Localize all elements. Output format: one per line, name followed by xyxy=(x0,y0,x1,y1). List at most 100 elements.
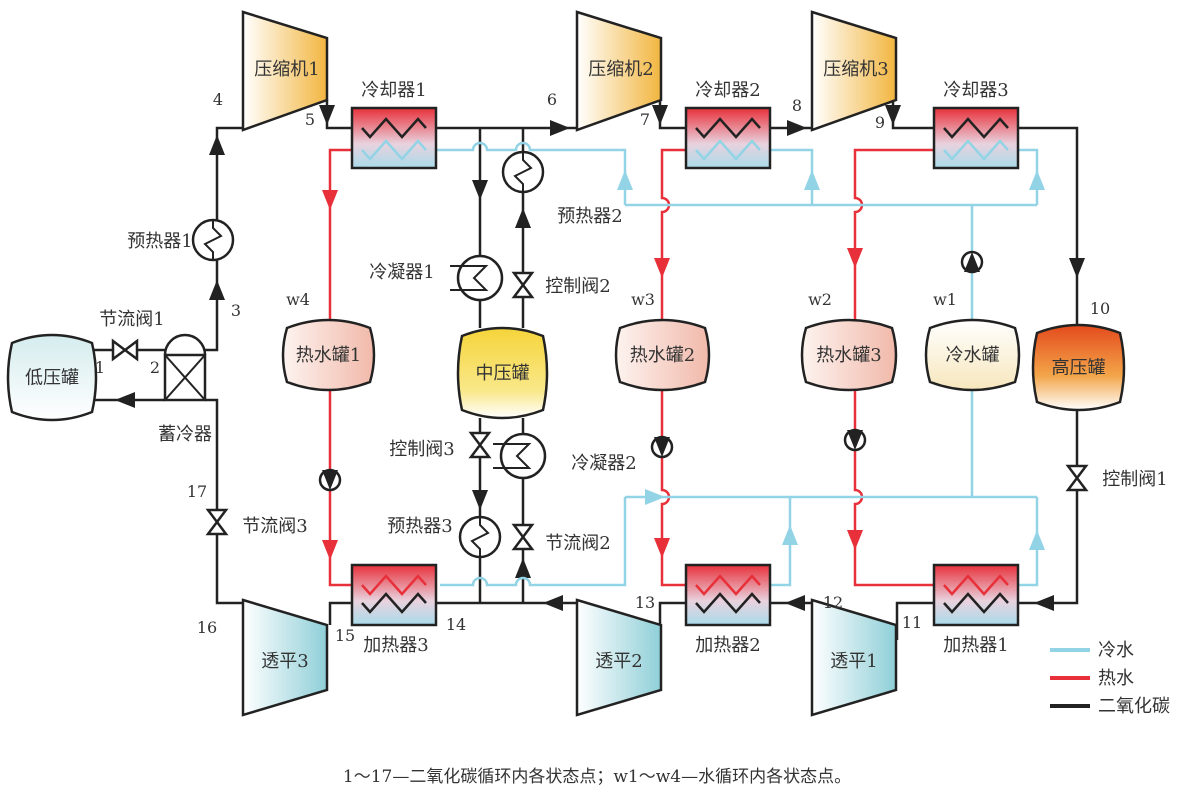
condenser-2-coil xyxy=(493,443,532,469)
co2-line-16-17 xyxy=(205,398,243,605)
control-valve-2-label: 控制阀2 xyxy=(545,276,610,297)
compressor-3-label: 压缩机3 xyxy=(823,59,888,80)
flow-arrow-icon xyxy=(1029,530,1045,550)
hot-water-tank-2-label: 热水罐2 xyxy=(630,345,695,366)
high-pressure-tank-label: 高压罐 xyxy=(1052,358,1106,379)
heater-water-coil xyxy=(695,574,761,596)
heater-3-label: 加热器3 xyxy=(363,635,428,656)
heater-1-label: 加热器1 xyxy=(943,635,1008,656)
flow-arrow-icon xyxy=(550,120,570,136)
hot-water-tank-1 xyxy=(281,318,376,392)
control-valve-2 xyxy=(511,271,535,299)
heater-3 xyxy=(350,563,438,627)
flow-arrow-icon xyxy=(319,105,335,125)
condenser-1 xyxy=(456,254,504,302)
throttle-valve-1-label: 节流阀1 xyxy=(99,309,164,330)
flow-arrow-icon xyxy=(785,595,805,611)
heater-1-body xyxy=(932,563,1020,627)
turbine-2-label: 透平2 xyxy=(595,651,642,672)
state-point-11: 11 xyxy=(902,613,922,632)
hot-water-line-w4 xyxy=(328,148,352,322)
condenser-2 xyxy=(499,432,547,480)
flow-arrow-icon xyxy=(652,105,668,125)
legend-label-1: 冷水 xyxy=(1098,640,1134,661)
flow-arrow-icon xyxy=(847,248,863,268)
flow-arrow-icon xyxy=(804,170,820,190)
legend-label-2: 热水 xyxy=(1098,668,1134,689)
preheater-2-label: 预热器2 xyxy=(557,206,622,227)
flow-arrow-icon xyxy=(885,105,901,125)
compressor-3 xyxy=(810,10,898,132)
low-pressure-tank xyxy=(6,333,98,422)
throttle-valve-3-label: 节流阀3 xyxy=(242,516,307,537)
pump-arrow-icon xyxy=(654,437,670,457)
control-valve-3 xyxy=(468,431,492,459)
turbine-3-label: 透平3 xyxy=(261,651,308,672)
heater-2 xyxy=(684,563,772,627)
compressor-1 xyxy=(241,10,329,132)
flow-arrow-icon xyxy=(617,170,633,190)
preheater-2-coil xyxy=(513,152,533,192)
co2-line-14-15 xyxy=(328,601,577,625)
figure-caption: 1～17—二氧化碳循环内各状态点；w1～w4—水循环内各状态点。 xyxy=(343,767,851,787)
cooler-2 xyxy=(684,106,772,170)
cold-water-line-cooler1 xyxy=(432,141,627,205)
heater-co2-coil xyxy=(695,592,761,614)
cooler-3 xyxy=(932,106,1020,170)
throttle-valve-3 xyxy=(205,508,229,536)
cooler-1-body xyxy=(350,106,438,170)
state-point-14: 14 xyxy=(446,615,466,634)
flow-arrow-icon xyxy=(782,525,798,545)
cold-water-line-heater1 xyxy=(1017,497,1039,587)
state-point-6: 6 xyxy=(547,90,557,109)
state-point-7: 7 xyxy=(640,110,650,129)
flow-arrow-icon xyxy=(654,258,670,278)
cooler-water-coil xyxy=(361,139,427,161)
flow-arrow-icon xyxy=(1069,258,1085,278)
water-point-w2: w2 xyxy=(808,290,832,309)
heater-3-body xyxy=(350,563,438,627)
cooler-co2-coil xyxy=(943,117,1009,139)
flow-arrow-icon xyxy=(645,489,665,505)
cooler-2-body xyxy=(684,106,772,170)
hot-water-line-heater1 xyxy=(853,390,934,587)
water-point-w4: w4 xyxy=(286,290,310,309)
flow-arrow-icon xyxy=(787,120,807,136)
heater-water-coil xyxy=(943,574,1009,596)
flow-arrow-icon xyxy=(322,190,338,210)
flow-arrow-icon xyxy=(209,280,225,300)
state-point-16: 16 xyxy=(197,618,217,637)
throttle-valve-2 xyxy=(511,523,535,551)
condenser-2-label: 冷凝器2 xyxy=(571,453,636,474)
hot-water-line-w3 xyxy=(660,148,686,322)
cooler-co2-coil xyxy=(361,117,427,139)
pump-arrow-icon xyxy=(847,430,863,450)
medium-pressure-tank-label: 中压罐 xyxy=(476,363,530,384)
heater-co2-coil xyxy=(943,592,1009,614)
control-valve-1 xyxy=(1065,464,1089,492)
medium-pressure-tank xyxy=(456,326,549,420)
preheater-3-label: 预热器3 xyxy=(387,516,452,537)
hot-water-line-heater3 xyxy=(328,390,352,587)
pump-arrow-icon xyxy=(322,470,338,490)
cold-water-line-heater3 xyxy=(440,497,627,587)
flow-arrow-icon xyxy=(515,558,531,578)
regenerator-cross xyxy=(164,354,206,401)
cold-water-line-cooler2 xyxy=(768,148,814,205)
preheater-1-coil xyxy=(203,220,223,260)
preheater-3-coil xyxy=(470,517,490,557)
state-point-8: 8 xyxy=(792,96,802,115)
state-point-4: 4 xyxy=(213,90,223,109)
pump-arrow-icon xyxy=(964,252,980,272)
heater-1 xyxy=(932,563,1020,627)
flow-arrow-icon xyxy=(1034,595,1054,611)
high-pressure-tank xyxy=(1031,323,1126,412)
flow-arrow-icon xyxy=(472,490,488,510)
cooler-water-coil xyxy=(695,139,761,161)
cooler-1 xyxy=(350,106,438,170)
legend-label-3: 二氧化碳 xyxy=(1098,696,1170,717)
cooler-1-label: 冷却器1 xyxy=(361,80,426,101)
cold-water-tank xyxy=(924,318,1021,392)
heater-co2-coil xyxy=(361,592,427,614)
